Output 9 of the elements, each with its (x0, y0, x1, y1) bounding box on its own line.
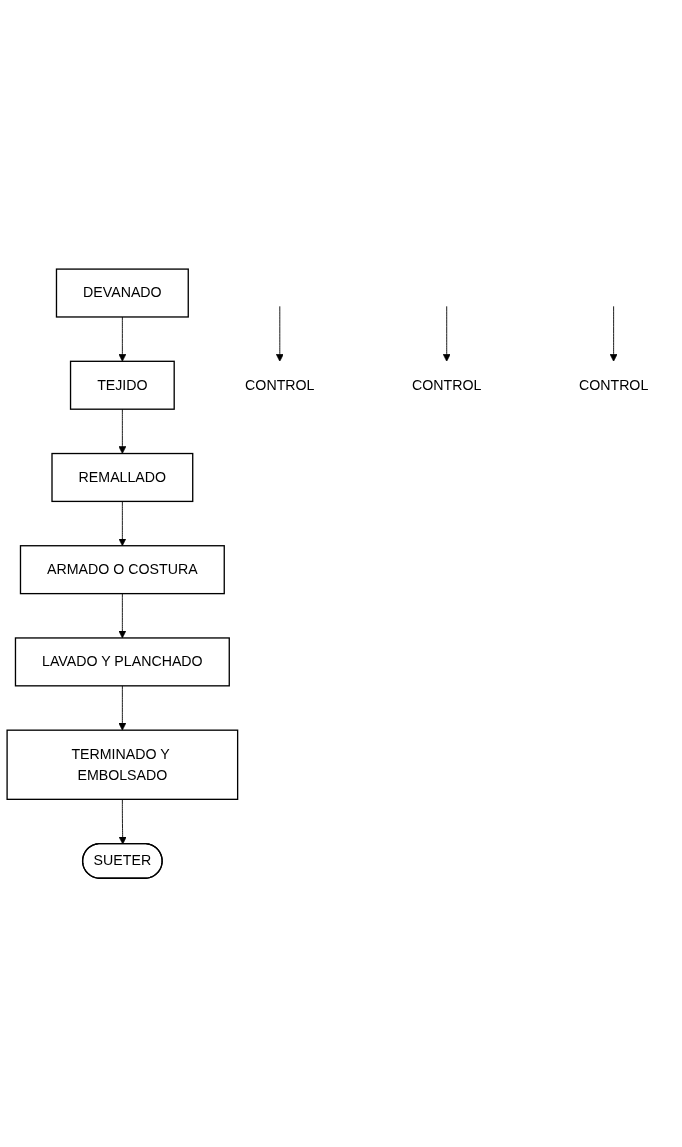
node-box: REMALLADO (51, 452, 194, 502)
node-box: TERMINADO Y EMBOLSADO (6, 729, 239, 800)
node-box: LAVADO Y PLANCHADO (14, 637, 230, 687)
node-text: CONTROL (245, 377, 315, 393)
node-box: DEVANADO (55, 268, 189, 318)
node-text: CONTROL (412, 377, 482, 393)
node-box: ARMADO O COSTURA (19, 544, 225, 595)
node-box: TEJIDO (69, 360, 175, 410)
node-text: CONTROL (578, 377, 649, 393)
